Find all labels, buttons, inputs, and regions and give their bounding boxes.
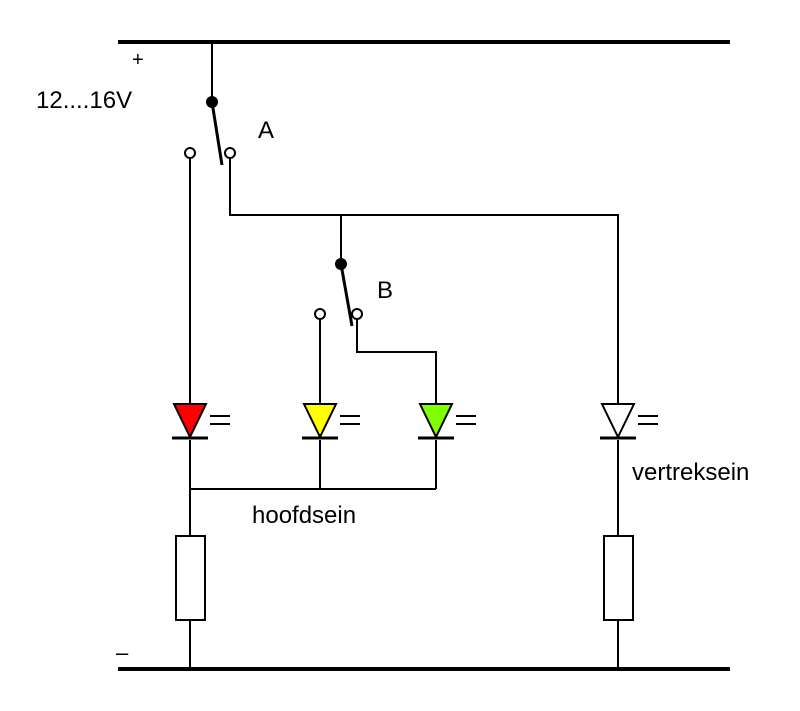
main-signal-label: hoofdsein bbox=[252, 502, 356, 529]
switch-b bbox=[314, 258, 363, 327]
switch-b-label: B bbox=[377, 277, 393, 304]
switch-a-label: A bbox=[258, 117, 274, 144]
led-red bbox=[172, 403, 230, 440]
switch-b-contact-left bbox=[314, 308, 326, 320]
resistor-departure bbox=[603, 535, 634, 621]
led-yellow bbox=[302, 403, 360, 440]
departure-signal-label: vertreksein bbox=[632, 459, 749, 486]
wire bbox=[356, 319, 437, 404]
plus-label: + bbox=[132, 49, 144, 71]
minus-label: – bbox=[116, 640, 129, 665]
switch-a-contact-right bbox=[224, 147, 236, 159]
resistor-main bbox=[175, 535, 206, 621]
led-green bbox=[418, 403, 476, 440]
switch-a-contact-left bbox=[184, 147, 196, 159]
switch-b-contact-right bbox=[351, 308, 363, 320]
switch-a bbox=[184, 42, 236, 166]
wire bbox=[229, 158, 619, 404]
led-white bbox=[600, 403, 658, 440]
voltage-label: 12....16V bbox=[36, 87, 132, 114]
